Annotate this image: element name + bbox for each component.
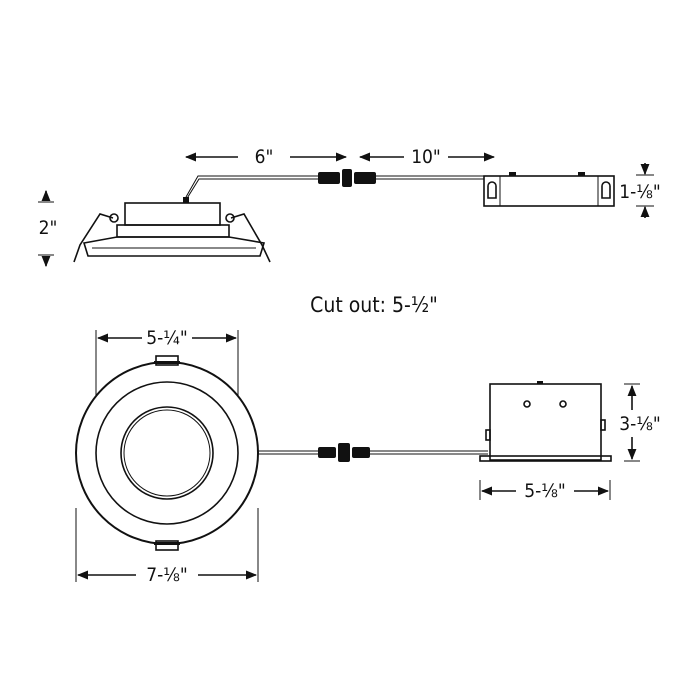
dim-label-2in: 2" xyxy=(39,217,58,239)
side-cable-fixture xyxy=(185,175,320,198)
dim-box-width: 5-⅛" xyxy=(479,480,611,502)
side-driver-box xyxy=(483,172,615,207)
dim-label-box-width: 5-⅛" xyxy=(524,480,565,502)
dim-driver-height: 1-⅛" xyxy=(619,163,661,218)
junction-box xyxy=(479,381,612,462)
dim-6in: 6" xyxy=(184,146,348,168)
side-fixture xyxy=(73,197,271,263)
front-view: 5-¼" 7-⅛" 3-⅛" 5-⅛" xyxy=(75,327,661,586)
dim-label-trim: 7-⅛" xyxy=(146,564,187,586)
dim-aperture: 5-¼" xyxy=(95,327,239,395)
cut-out-label: Cut out: 5-½" xyxy=(310,293,438,317)
dim-label-10in: 10" xyxy=(411,146,441,168)
dim-trim: 7-⅛" xyxy=(75,508,259,586)
dim-label-6in: 6" xyxy=(255,146,274,168)
side-connector xyxy=(318,169,376,187)
dim-label-driver-height: 1-⅛" xyxy=(619,181,660,203)
dim-10in: 10" xyxy=(358,146,496,168)
front-trim xyxy=(75,355,259,551)
side-view: 6" 10" 2" 1-⅛" xyxy=(38,146,661,268)
dim-box-height: 3-⅛" xyxy=(619,383,661,462)
front-connector xyxy=(318,443,370,462)
dim-label-aperture: 5-¼" xyxy=(146,327,187,349)
dim-label-box-height: 3-⅛" xyxy=(619,413,660,435)
dim-2in: 2" xyxy=(38,189,58,268)
